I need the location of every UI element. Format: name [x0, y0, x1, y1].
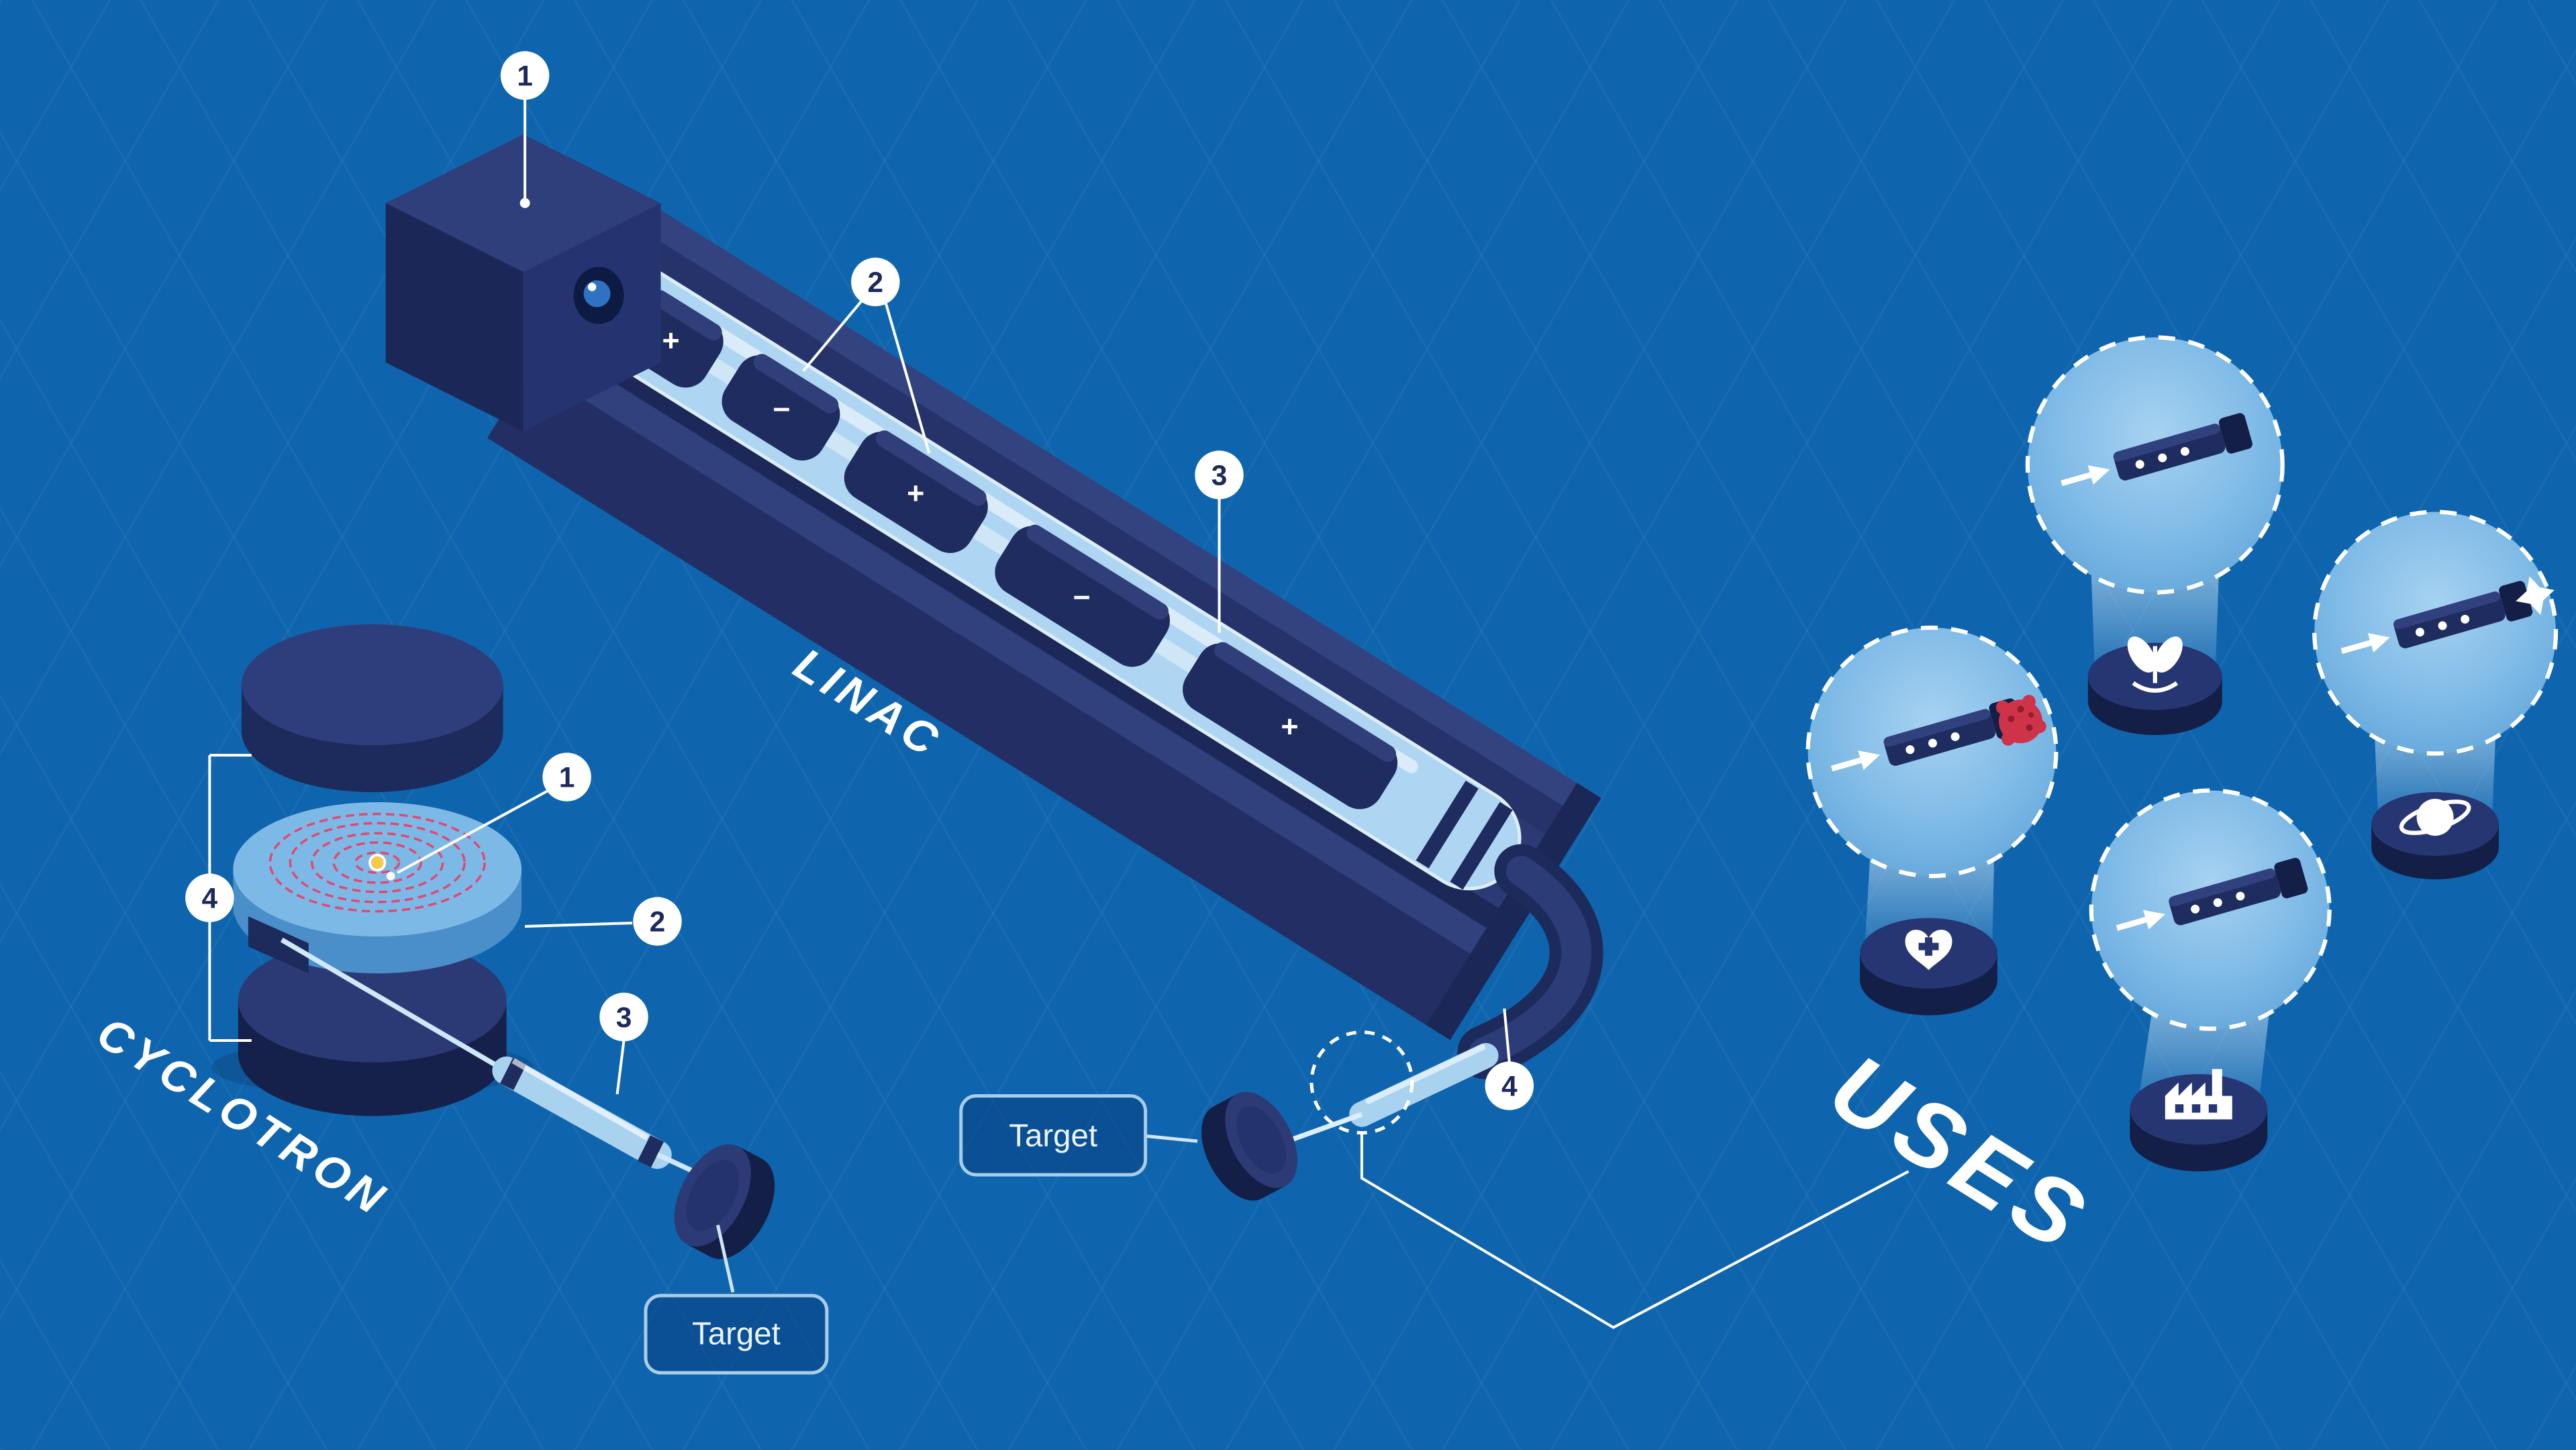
light-cone [2091, 575, 2219, 670]
use-bubble-medicine [1805, 625, 2059, 1016]
drift-tubes [619, 289, 1398, 810]
drift-tube-sign: + [1281, 709, 1298, 743]
drift-tube [995, 524, 1171, 667]
leaf-icon [2127, 636, 2183, 693]
uses-section: USES [1360, 335, 2559, 1329]
drift-tube [844, 430, 988, 553]
drift-tube-sign: + [662, 323, 679, 357]
callout-dot [519, 198, 530, 208]
target-label-box-linac: Target [959, 1094, 1198, 1177]
factory-icon [2165, 1069, 2232, 1120]
heart-medical-icon [1905, 929, 1952, 970]
beam-window-dashed-circle [1309, 1030, 1414, 1134]
linac-beam-tube [581, 263, 1522, 891]
tube-end-ring [1450, 802, 1513, 890]
callout-number: 3 [616, 1002, 632, 1034]
impact-flash [2516, 576, 2555, 616]
gun-left-face [385, 203, 524, 432]
use-bubble-agriculture [2025, 335, 2285, 735]
beam-glass-section [492, 1056, 672, 1169]
beam-window-glass [1349, 1043, 1499, 1127]
callout-dot [386, 871, 395, 881]
trough-front-face [487, 367, 1471, 1025]
drift-tube-rods [708, 358, 1198, 673]
exit-port [248, 916, 309, 973]
callout-3-cyclotron: 3 [599, 992, 648, 1095]
callout-number: 2 [868, 267, 884, 299]
use-bubble-industry [2089, 788, 2332, 1171]
drift-tube-sign: − [1073, 580, 1091, 614]
callout-number: 4 [202, 883, 218, 914]
cyclotron-top-magnet [241, 624, 503, 792]
drift-tube-sign: − [773, 392, 790, 426]
glass-ring [638, 1134, 664, 1168]
target-label: Target [1009, 1118, 1097, 1153]
callout-4-beamline: 4 [1485, 1008, 1534, 1110]
callout-number: 2 [650, 906, 666, 938]
bending-magnet-pipe-highlight [1469, 856, 1592, 1067]
target-disc-linac [1201, 1092, 1298, 1201]
callout-3-linac: 3 [1195, 450, 1244, 633]
glass-ring [500, 1057, 527, 1091]
uses-label: USES [1812, 1034, 2108, 1273]
callout-number: 1 [559, 762, 575, 793]
drift-tube-sign: + [907, 476, 924, 510]
callout-2-cyclotron: 2 [525, 897, 682, 946]
beam-motif-with-cell [1827, 691, 2046, 796]
trough-near-wall-shadow [547, 321, 1499, 928]
trough-far-wall [606, 218, 1563, 834]
drift-tube [722, 354, 840, 461]
glass-highlight [511, 1058, 649, 1141]
beam-window-highlight [1365, 1044, 1486, 1104]
linac-trough [487, 195, 1601, 1041]
cyclotron-beamline [280, 937, 703, 1177]
trough-end-cap [1426, 783, 1601, 1041]
use-bubble-space [2312, 510, 2559, 879]
linac-assembly: + − + − + LINAC 1 2 [385, 51, 1601, 1041]
pedestal [2130, 1074, 2268, 1171]
cancer-cell [1995, 695, 2046, 746]
beam-transport: Target 4 [959, 844, 1603, 1201]
target-disc-cyclotron [674, 1144, 775, 1259]
spiral-path [268, 812, 486, 913]
target-label: Target [692, 1316, 781, 1351]
callout-number: 4 [1501, 1071, 1518, 1102]
trough-near-rim [532, 341, 1487, 954]
ion-source-dot [368, 853, 387, 872]
callout-1-cyclotron: 1 [386, 753, 591, 881]
trough-far-rim [624, 195, 1577, 806]
gun-aperture [573, 267, 624, 324]
planet-icon [2399, 799, 2471, 836]
drift-tube [1183, 642, 1398, 810]
callout-number: 1 [517, 60, 533, 92]
callout-number: 3 [1211, 460, 1228, 491]
target-label-box-cyclotron: Target [644, 1224, 829, 1375]
cyclotron-assembly: Target CYCLOTRON 4 1 [89, 624, 829, 1375]
uses-connector-line [1360, 1134, 1910, 1329]
cyclotron-chamber [233, 802, 522, 973]
callout-4-cyclotron: 4 [185, 754, 252, 1042]
beam-motif-with-flash [2336, 576, 2555, 671]
callout-2-linac: 2 [802, 257, 931, 454]
callout-1-linac: 1 [500, 51, 550, 208]
tube-end-ring [1416, 780, 1479, 869]
